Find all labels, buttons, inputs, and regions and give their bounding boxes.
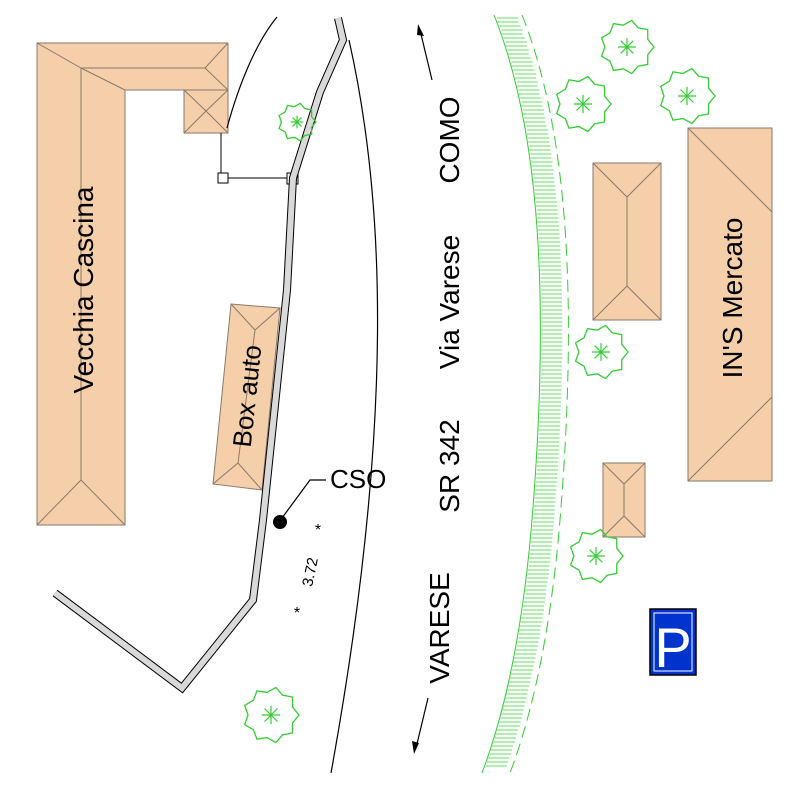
tree-icon [243, 686, 300, 744]
road-labels: COMO Via Varese SR 342 VARESE [412, 24, 465, 754]
tree-icon [569, 528, 624, 584]
service-connection [217, 133, 299, 185]
svg-text:*: * [294, 605, 300, 622]
grass-hatching [485, 17, 563, 767]
tree-icon [659, 67, 716, 125]
tree-icon [574, 324, 629, 380]
small-building-south [602, 462, 646, 538]
tree-icon [555, 75, 612, 133]
cso-marker: CSO [273, 464, 386, 529]
street-name-label: Via Varese [434, 235, 465, 369]
small-building-north [592, 162, 662, 321]
elevation-value: 3.72 [299, 556, 322, 588]
route-number-label: SR 342 [434, 419, 465, 512]
elevation-annotation: * * 3.72 [294, 522, 322, 622]
cso-label: CSO [330, 464, 386, 494]
trees [243, 19, 716, 744]
parking-symbol: P [654, 616, 691, 679]
direction-varese-label: VARESE [424, 572, 455, 684]
tree-icon [278, 102, 317, 142]
ins-mercato-label: IN'S Mercato [717, 218, 748, 379]
direction-como-label: COMO [434, 96, 465, 183]
cso-point [273, 515, 287, 529]
ins-mercato-building: IN'S Mercato [687, 127, 773, 482]
tree-icon [600, 19, 655, 75]
vecchia-cascina-label: Vecchia Cascina [68, 186, 99, 393]
svg-text:*: * [315, 522, 321, 539]
road-edges [226, 16, 379, 774]
vecchia-cascina-building: Vecchia Cascina [36, 42, 229, 526]
grass-verge [481, 14, 569, 774]
parking-sign: P [649, 608, 697, 679]
box-auto-building: Box auto [212, 303, 281, 491]
sewer-pipe [52, 17, 348, 694]
